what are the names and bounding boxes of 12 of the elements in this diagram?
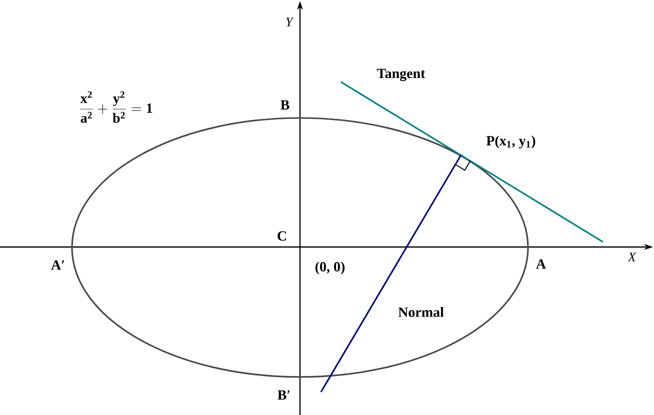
equation: $\frac{\mathbf{x^2}}{\mathbf{a^2}}+\frac{\mathbf{y^2}}{\mathbf{b^2}}=\mathbf{1}$ xyxy=(80,91,152,123)
line-label: Normal xyxy=(398,307,444,317)
point-label: A′ xyxy=(51,260,64,270)
point-label: A xyxy=(536,259,546,269)
point-label: P(x$_{1}$, y$_{1}$) xyxy=(486,136,536,148)
point-label: B xyxy=(280,100,290,110)
point-label: B′ xyxy=(278,390,290,400)
axis-label: Y xyxy=(286,18,294,26)
point-label: (0, 0) xyxy=(315,262,345,274)
axis-label: X xyxy=(628,252,636,262)
point-label: C xyxy=(278,231,286,241)
line-label: Tangent xyxy=(376,68,426,82)
